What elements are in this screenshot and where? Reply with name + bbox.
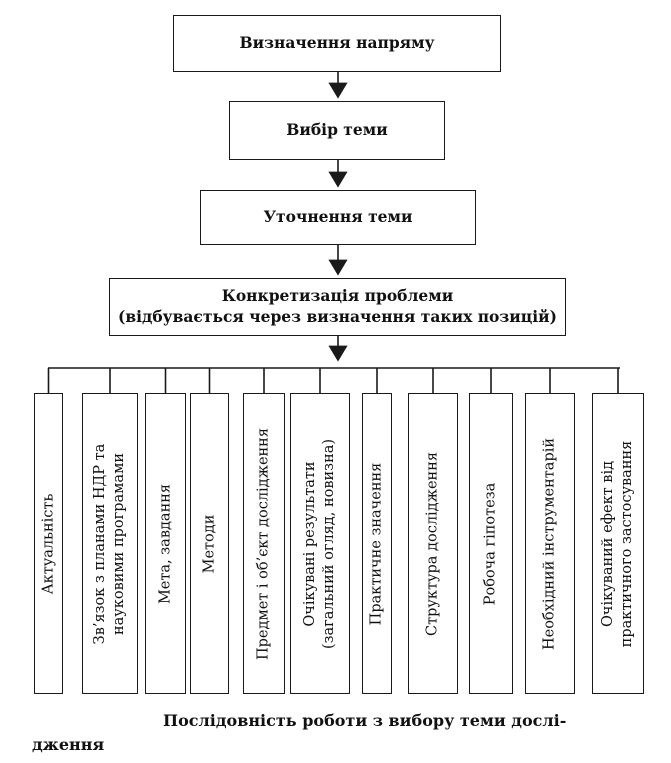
position-box: Мета, завдання xyxy=(145,393,186,694)
position-box: Актуальність xyxy=(34,393,63,694)
position-label-line: Мета, завдання xyxy=(157,483,174,604)
position-label: Структура дослідження xyxy=(424,451,443,635)
position-label-line: Необхідний інструментарій xyxy=(541,437,558,650)
position-label: Предмет і об’єкт дослідження xyxy=(255,427,274,659)
position-label: Методи xyxy=(200,514,219,573)
position-label: Актуальність xyxy=(39,493,58,594)
position-label-line: практичного застосування xyxy=(619,440,635,647)
position-label: Мета, завдання xyxy=(156,483,175,603)
caption-line-2: дження xyxy=(32,735,105,754)
step-topic-choice-label: Вибір теми xyxy=(286,120,388,140)
position-box: Необхідний інструментарій xyxy=(525,393,575,694)
position-box: Практичне значення xyxy=(362,393,392,694)
position-label-line: Зв’язок з планами НДР та xyxy=(92,443,109,644)
position-label-line: Предмет і об’єкт дослідження xyxy=(255,427,272,660)
problem-subtitle: (відбувається через визначення таких поз… xyxy=(118,307,557,326)
step-topic-choice-box: Вибір теми xyxy=(229,101,445,160)
step-topic-refine-label: Уточнення теми xyxy=(263,207,413,227)
position-box: Структура дослідження xyxy=(408,393,458,694)
position-label: Робоча гіпотеза xyxy=(482,482,501,605)
position-label-line: Практичне значення xyxy=(368,462,385,625)
position-box: Предмет і об’єкт дослідження xyxy=(243,393,285,694)
step-direction-label: Визначення напряму xyxy=(239,33,435,53)
drop-lines xyxy=(47,368,619,393)
step-direction-box: Визначення напряму xyxy=(173,15,501,72)
position-label-line: Актуальність xyxy=(40,493,57,594)
problem-box: Конкретизація проблеми (відбувається чер… xyxy=(109,278,566,336)
position-box: Методи xyxy=(190,393,229,694)
position-label-line: Методи xyxy=(201,514,218,573)
position-box: Очікувані результати(загальний огляд, но… xyxy=(290,393,350,694)
position-label-line: науковими програмами xyxy=(111,452,127,635)
position-label-line: Очікувані результати xyxy=(302,460,319,627)
position-label-line: Структура дослідження xyxy=(424,451,441,636)
problem-title: Конкретизація проблеми xyxy=(221,286,454,306)
position-label: Практичне значення xyxy=(368,462,387,625)
step-topic-refine-box: Уточнення теми xyxy=(200,190,476,245)
position-label: Необхідний інструментарій xyxy=(541,437,560,649)
position-box: Робоча гіпотеза xyxy=(469,393,513,694)
position-label-line: (загальний огляд, новизна) xyxy=(321,438,337,649)
caption-line-1: Послідовність роботи з вибору теми дослі… xyxy=(163,711,567,730)
position-label: Очікувані результати(загальний огляд, но… xyxy=(301,438,339,648)
position-label-line: Очікуваний ефект від xyxy=(600,460,617,627)
position-label-line: Робоча гіпотеза xyxy=(482,482,499,605)
